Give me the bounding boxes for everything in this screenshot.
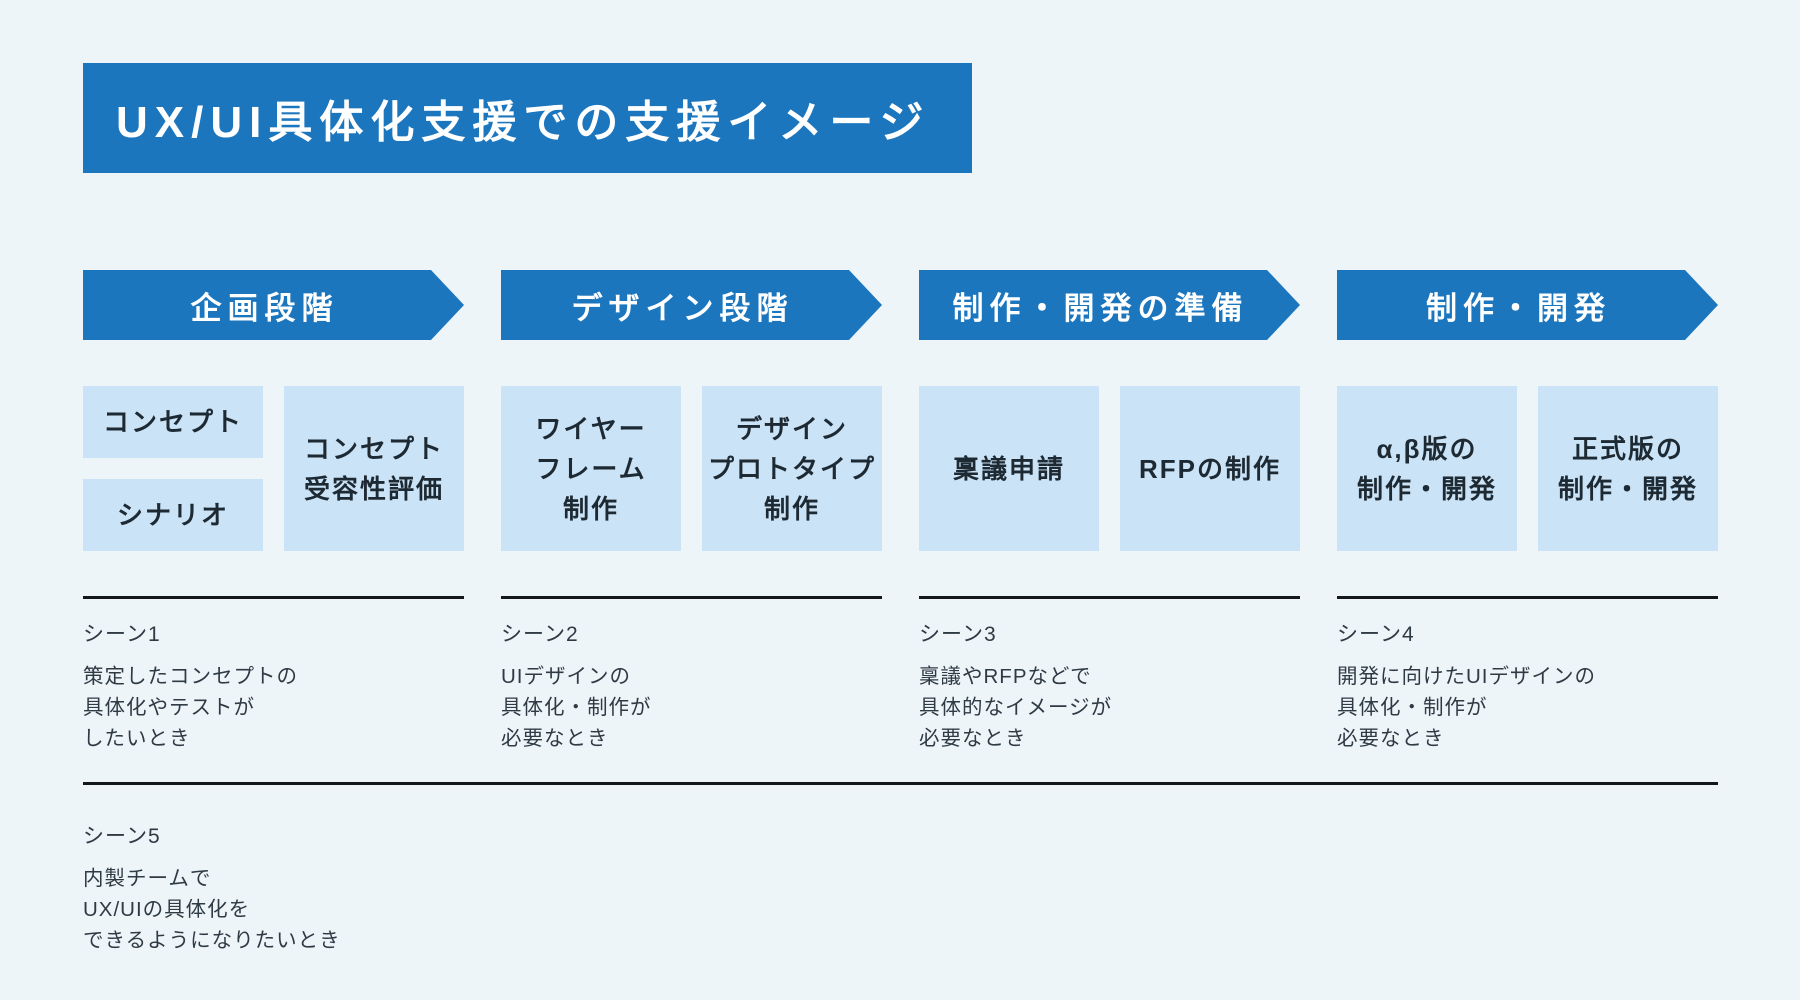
page-title: UX/UI具体化支援での支援イメージ [116, 98, 931, 147]
scene-divider [501, 596, 882, 599]
task-box-row: コンセプト シナリオ コンセプト 受容性評価 ワイヤー フレーム 制作 デザイン… [83, 386, 1718, 551]
phase-arrow-design: デザイン段階 [501, 270, 882, 340]
scene-label: シーン2 [501, 623, 579, 646]
phase-arrow-dev-prep: 制作・開発の準備 [919, 270, 1300, 340]
scene-3: シーン3 稟議やRFPなどで 具体的なイメージが 必要なとき [919, 596, 1300, 754]
title-banner: UX/UI具体化支援での支援イメージ [83, 63, 972, 173]
task-box-ringi: 稟議申請 [919, 386, 1099, 551]
phase-arrow-planning: 企画段階 [83, 270, 464, 340]
scene-row: シーン1 策定したコンセプトの 具体化やテストが したいとき シーン2 UIデザ… [83, 596, 1718, 754]
task-box-rfp: RFPの制作 [1120, 386, 1300, 551]
scene-description: 内製チームで UX/UIの具体化を できるようになりたいとき [83, 867, 341, 952]
scene-label: シーン1 [83, 623, 161, 646]
scene-description: 策定したコンセプトの 具体化やテストが したいとき [83, 665, 298, 750]
phase-column-dev-prep: 稟議申請 RFPの制作 [919, 386, 1300, 551]
phase-label: 制作・開発 [1426, 290, 1611, 326]
scene-divider [1337, 596, 1718, 599]
scene-1: シーン1 策定したコンセプトの 具体化やテストが したいとき [83, 596, 464, 754]
scene-description: UIデザインの 具体化・制作が 必要なとき [501, 665, 652, 750]
scene-label: シーン5 [83, 825, 161, 848]
task-box-concept: コンセプト [83, 386, 263, 458]
scene-label: シーン4 [1337, 623, 1415, 646]
phase-label: デザイン段階 [571, 290, 794, 326]
phase-column-design: ワイヤー フレーム 制作 デザイン プロトタイプ 制作 [501, 386, 882, 551]
task-box-design-prototype: デザイン プロトタイプ 制作 [702, 386, 882, 551]
phase-arrow-row: 企画段階 デザイン段階 制作・開発の準備 制作・開発 [83, 270, 1718, 340]
task-box-scenario: シナリオ [83, 479, 263, 551]
task-box-alpha-beta: α,β版の 制作・開発 [1337, 386, 1517, 551]
task-box-wireframe: ワイヤー フレーム 制作 [501, 386, 681, 551]
task-box-official-version: 正式版の 制作・開発 [1538, 386, 1718, 551]
phase-arrow-dev: 制作・開発 [1337, 270, 1718, 340]
scene-5: シーン5 内製チームで UX/UIの具体化を できるようになりたいとき [83, 801, 783, 956]
scene-description: 稟議やRFPなどで 具体的なイメージが 必要なとき [919, 665, 1113, 750]
scene-divider [83, 596, 464, 599]
task-box-concept-acceptance: コンセプト 受容性評価 [284, 386, 464, 551]
task-box-stack: コンセプト シナリオ [83, 386, 263, 551]
scene-4: シーン4 開発に向けたUIデザインの 具体化・制作が 必要なとき [1337, 596, 1718, 754]
scene-divider [919, 596, 1300, 599]
scene-description: 開発に向けたUIデザインの 具体化・制作が 必要なとき [1337, 665, 1596, 750]
scene-2: シーン2 UIデザインの 具体化・制作が 必要なとき [501, 596, 882, 754]
bottom-divider [83, 782, 1718, 785]
phase-label: 企画段階 [190, 290, 339, 326]
scene-label: シーン3 [919, 623, 997, 646]
phase-column-dev: α,β版の 制作・開発 正式版の 制作・開発 [1337, 386, 1718, 551]
phase-column-planning: コンセプト シナリオ コンセプト 受容性評価 [83, 386, 464, 551]
phase-label: 制作・開発の準備 [952, 290, 1249, 326]
